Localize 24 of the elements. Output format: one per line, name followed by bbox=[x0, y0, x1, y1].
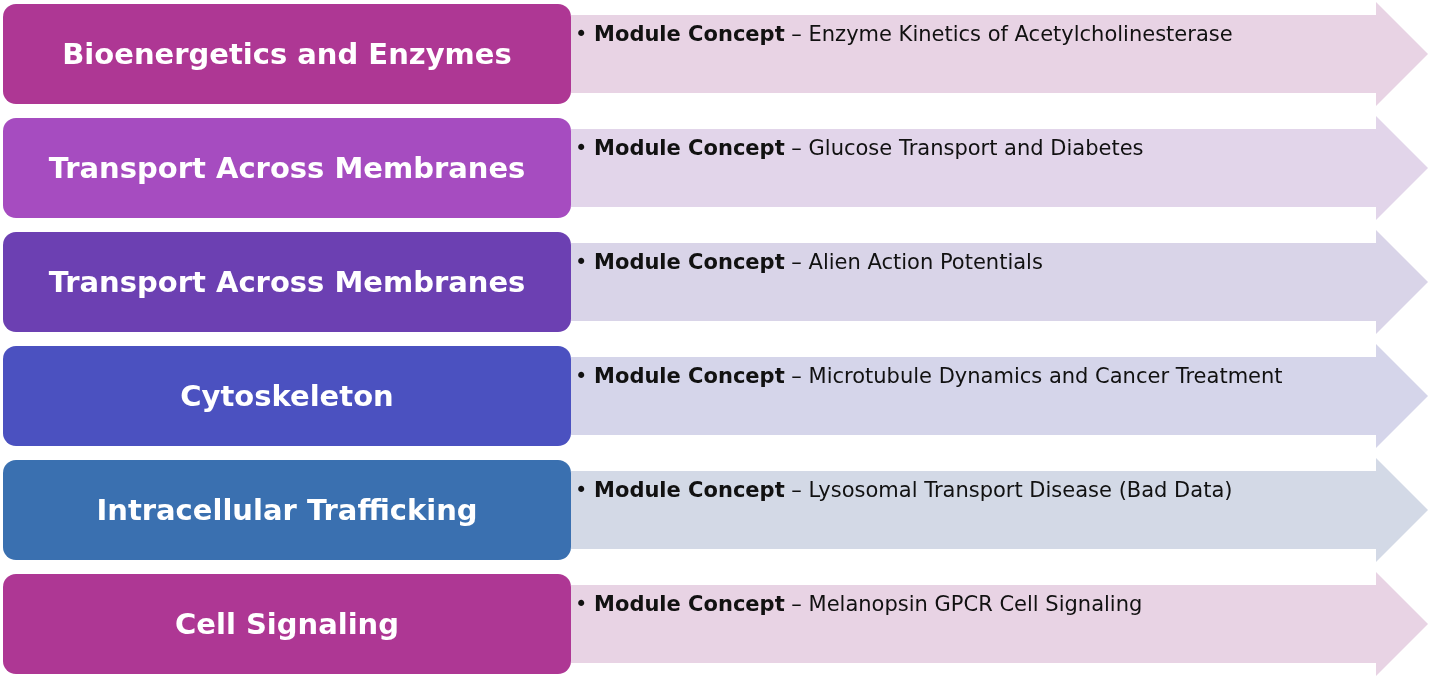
concept-text: • Module Concept – Enzyme Kinetics of Acetylcholinesterase bbox=[575, 22, 1233, 46]
topic-title: Cell Signaling bbox=[175, 607, 399, 641]
arrow-band bbox=[571, 230, 1428, 334]
topic-box bbox=[3, 232, 571, 332]
arrow-band bbox=[571, 2, 1428, 106]
topic-title: Cytoskeleton bbox=[180, 379, 394, 413]
arrow-band bbox=[571, 344, 1428, 448]
topic-title: Transport Across Membranes bbox=[48, 265, 526, 299]
topic-title: Bioenergetics and Enzymes bbox=[62, 37, 512, 71]
concept-text: • Module Concept – Alien Action Potentials bbox=[575, 250, 1043, 274]
concept-text: • Module Concept – Lysosomal Transport Disease (Bad Data) bbox=[575, 478, 1233, 502]
arrow-band bbox=[571, 572, 1428, 676]
concept-text: • Module Concept – Melanopsin GPCR Cell Signaling bbox=[575, 592, 1143, 616]
topic-box bbox=[3, 460, 571, 560]
topic-box bbox=[3, 118, 571, 218]
arrow-band bbox=[571, 116, 1428, 220]
concept-text: • Module Concept – Microtubule Dynamics and Cancer Treatment bbox=[575, 364, 1283, 388]
arrow-band bbox=[571, 458, 1428, 562]
concept-text: • Module Concept – Glucose Transport and Diabetes bbox=[575, 136, 1144, 160]
topic-title: Transport Across Membranes bbox=[48, 151, 526, 185]
topic-box bbox=[3, 346, 571, 446]
topic-box bbox=[3, 574, 571, 674]
topic-box bbox=[3, 4, 571, 104]
topic-title: Intracellular Trafficking bbox=[96, 493, 478, 527]
